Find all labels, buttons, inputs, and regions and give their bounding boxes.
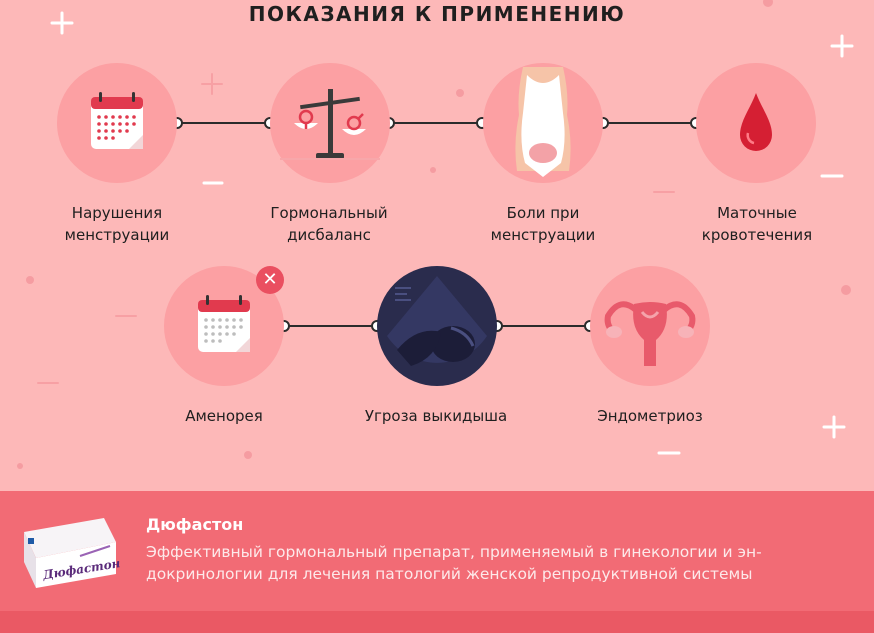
close-icon: ✕ <box>256 266 284 294</box>
label-line: Нарушения <box>71 204 163 222</box>
label-line: Маточные <box>717 204 797 222</box>
bottom-strip <box>0 611 874 633</box>
label-line: менструации <box>490 226 596 244</box>
product-info-bar <box>0 491 874 611</box>
uterus-icon <box>604 301 696 366</box>
scales-icon <box>280 89 380 160</box>
product-name: Дюфастон <box>146 515 244 534</box>
label-amenorrhea: Аменорея <box>185 407 263 425</box>
decorative-background <box>17 0 854 469</box>
label-line: кровотечения <box>701 226 813 244</box>
label-line: менструации <box>64 226 170 244</box>
indication-miscarriage-threat <box>377 266 497 386</box>
label-line: дисбаланс <box>287 226 371 244</box>
indication-uterine-bleeding <box>696 63 816 183</box>
page-title: ПОКАЗАНИЯ К ПРИМЕНЕНИЮ <box>248 2 626 26</box>
duphaston-package: Дюфастон <box>24 518 120 588</box>
indication-menstrual-pain <box>483 63 603 183</box>
label-line: Гормональный <box>270 204 388 222</box>
indication-hormonal-imbalance <box>270 63 390 183</box>
label-line: Боли при <box>506 204 580 222</box>
calendar-icon <box>198 295 250 352</box>
product-description: Эффективный гормональный препарат, приме… <box>146 543 762 583</box>
label-miscarriage-threat: Угроза выкидыша <box>364 407 508 425</box>
calendar-icon <box>91 92 143 149</box>
indication-menstrual-disorders <box>57 63 177 183</box>
label-menstrual-disorders: Нарушения менструации <box>22 202 212 246</box>
blood-drop-icon <box>740 93 772 151</box>
female-torso-icon <box>515 67 571 177</box>
ultrasound-fetus-icon <box>387 276 487 366</box>
label-menstrual-pain: Боли при менструации <box>448 202 638 246</box>
label-endometriosis: Эндометриоз <box>597 407 703 425</box>
label-hormonal-imbalance: Гормональный дисбаланс <box>234 202 424 246</box>
indication-endometriosis <box>590 266 710 386</box>
label-uterine-bleeding: Маточные кровотечения <box>662 202 852 246</box>
